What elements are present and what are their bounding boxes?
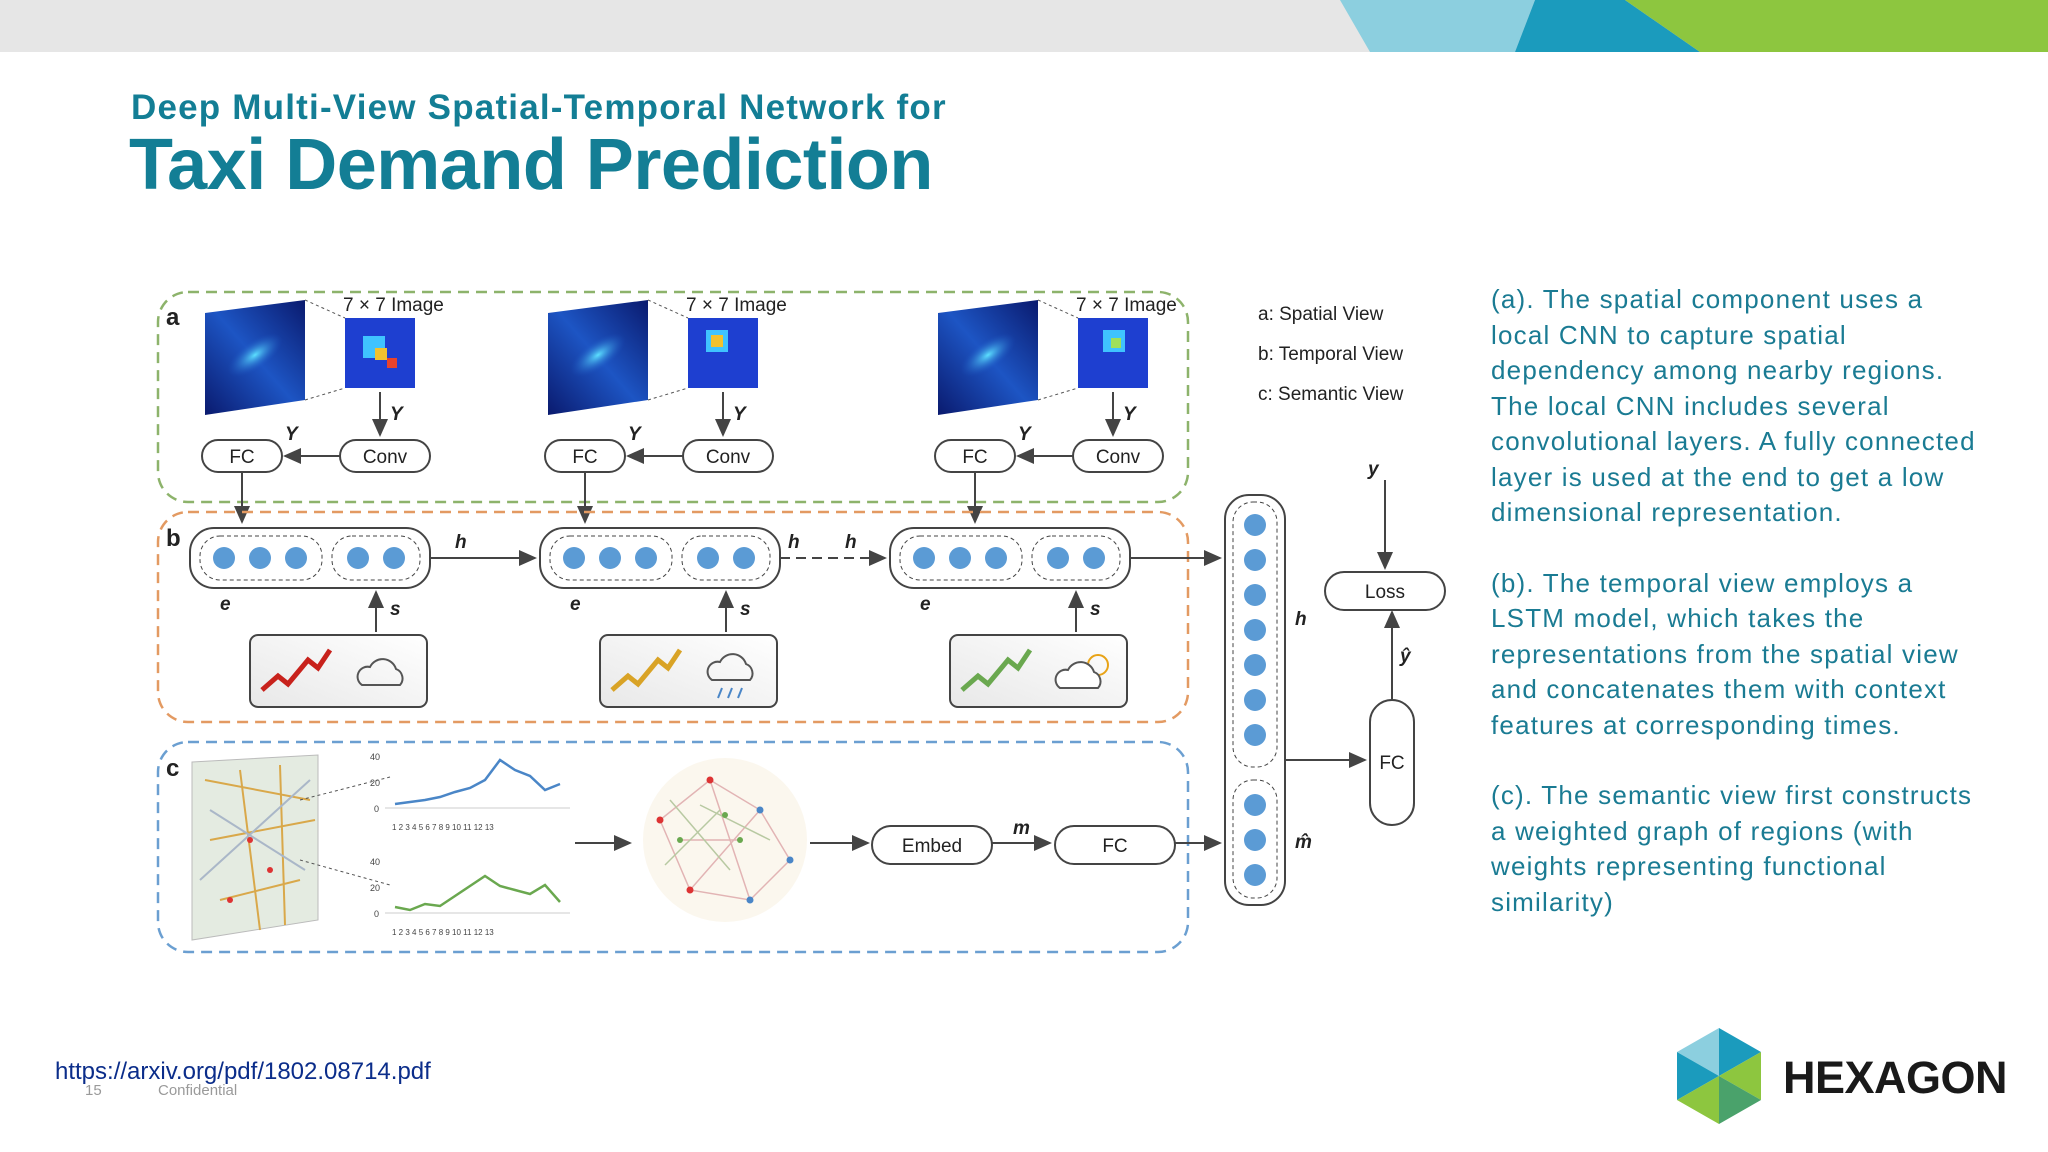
trend-up-icon xyxy=(960,648,1033,692)
hexagon-logo-icon xyxy=(1677,1028,1761,1124)
panel-a-label: a xyxy=(166,304,180,331)
grid-heatmap xyxy=(1078,318,1148,388)
x-ticks: 1 2 3 4 5 6 7 8 9 10 11 12 13 xyxy=(392,928,494,937)
demand-line-chart-2: 40 20 0 1 2 3 4 5 6 7 8 9 10 11 12 13 xyxy=(370,857,570,937)
s-label: s xyxy=(390,599,401,620)
spatial-view-panel xyxy=(156,290,1190,504)
fc-label: FC xyxy=(962,447,987,468)
fc-label: FC xyxy=(1102,836,1127,857)
fc-node xyxy=(1054,825,1176,865)
embed-label: Embed xyxy=(902,836,962,857)
description-semantic: (c). The semantic view first constructs … xyxy=(1491,780,1973,917)
description-temporal: (b). The temporal view employs a LSTM mo… xyxy=(1491,567,1959,740)
embed-node xyxy=(871,825,993,865)
axis-tick: 40 xyxy=(370,857,380,867)
grid-heatmap xyxy=(688,318,758,388)
spatial-block-3: 7 × 7 Image Y FC Conv Y xyxy=(934,295,1177,524)
h-label: h xyxy=(845,532,857,553)
top-bar xyxy=(0,0,2048,52)
axis-tick: 0 xyxy=(374,909,379,919)
axis-tick: 20 xyxy=(370,778,380,788)
city-map xyxy=(191,754,319,941)
fc-label: FC xyxy=(1379,753,1404,774)
e-label: e xyxy=(920,594,931,615)
h-label: h xyxy=(455,532,467,553)
panel-b-label: b xyxy=(166,525,181,552)
legend-temporal: b: Temporal View xyxy=(1258,344,1403,365)
panel-c-label: c xyxy=(166,755,179,782)
input-y-label: Y xyxy=(733,404,748,425)
temporal-view-panel xyxy=(156,510,1190,724)
slide-subtitle: Deep Multi-View Spatial-Temporal Network… xyxy=(131,88,947,127)
lstm-cell-1: e s xyxy=(189,527,431,708)
x-ticks: 1 2 3 4 5 6 7 8 9 10 11 12 13 xyxy=(392,823,494,832)
slide-title: Taxi Demand Prediction xyxy=(129,125,933,205)
output-y-label: Y xyxy=(1018,424,1033,445)
cloud-icon xyxy=(356,658,404,686)
input-y-label: Y xyxy=(390,404,405,425)
semantic-view-panel xyxy=(156,740,1190,954)
image-size-label: 7 × 7 Image xyxy=(686,295,787,316)
loss-node xyxy=(1324,571,1446,611)
context-features-box xyxy=(949,634,1128,708)
context-features-box xyxy=(599,634,778,708)
confidential-label: Confidential xyxy=(158,1082,238,1099)
y-label: y xyxy=(1367,459,1380,480)
input-y-label: Y xyxy=(1123,404,1138,425)
e-label: e xyxy=(220,594,231,615)
h-label: h xyxy=(1295,609,1307,630)
rain-cloud-icon xyxy=(706,653,754,681)
trend-up-icon xyxy=(610,648,683,692)
source-link[interactable]: https://arxiv.org/pdf/1802.08714.pdf xyxy=(55,1058,431,1085)
h-label: h xyxy=(788,532,800,553)
hexagon-logo-text: HEXAGON xyxy=(1783,1052,2008,1103)
spatial-block-1: 7 × 7 Image Y FC Conv Y xyxy=(201,295,444,524)
architecture-diagram: a 7 × 7 Image Y FC Conv Y 7 × 7 Image Y … xyxy=(156,290,1446,954)
loss-label: Loss xyxy=(1365,582,1405,603)
s-label: s xyxy=(740,599,751,620)
axis-tick: 0 xyxy=(374,804,379,814)
lstm-cell-3: e s xyxy=(889,527,1131,708)
top-accent-shapes xyxy=(1340,0,2048,52)
s-label: s xyxy=(1090,599,1101,620)
fc-label: FC xyxy=(229,447,254,468)
output-y-label: Y xyxy=(285,424,300,445)
legend-semantic: c: Semantic View xyxy=(1258,384,1404,405)
partly-cloudy-icon xyxy=(1054,661,1102,689)
description: (a). The spatial component uses a local … xyxy=(1491,282,1991,955)
image-size-label: 7 × 7 Image xyxy=(343,295,444,316)
e-label: e xyxy=(570,594,581,615)
axis-tick: 40 xyxy=(370,752,380,762)
m-label: m xyxy=(1013,818,1030,839)
description-spatial: (a). The spatial component uses a local … xyxy=(1491,284,1976,527)
m-hat-label: m̂ xyxy=(1295,832,1312,853)
spatial-block-2: 7 × 7 Image Y FC Conv Y xyxy=(544,295,787,524)
trend-up-icon xyxy=(260,648,333,692)
demand-series-line xyxy=(394,874,561,912)
context-features-box xyxy=(249,634,428,708)
demand-line-chart-1: 40 20 0 1 2 3 4 5 6 7 8 9 10 11 12 13 xyxy=(370,752,570,832)
region-graph xyxy=(643,758,807,922)
conv-label: Conv xyxy=(363,447,408,468)
legend-spatial: a: Spatial View xyxy=(1258,304,1384,325)
output-y-label: Y xyxy=(628,424,643,445)
lstm-cell-2: e s xyxy=(539,527,781,708)
y-hat-label: ŷ xyxy=(1399,646,1412,667)
image-size-label: 7 × 7 Image xyxy=(1076,295,1177,316)
conv-label: Conv xyxy=(706,447,751,468)
fc-label: FC xyxy=(572,447,597,468)
page-number: 15 xyxy=(85,1082,102,1099)
demand-series-line xyxy=(394,758,561,806)
conv-label: Conv xyxy=(1096,447,1141,468)
axis-tick: 20 xyxy=(370,883,380,893)
joint-representation xyxy=(1224,494,1286,906)
